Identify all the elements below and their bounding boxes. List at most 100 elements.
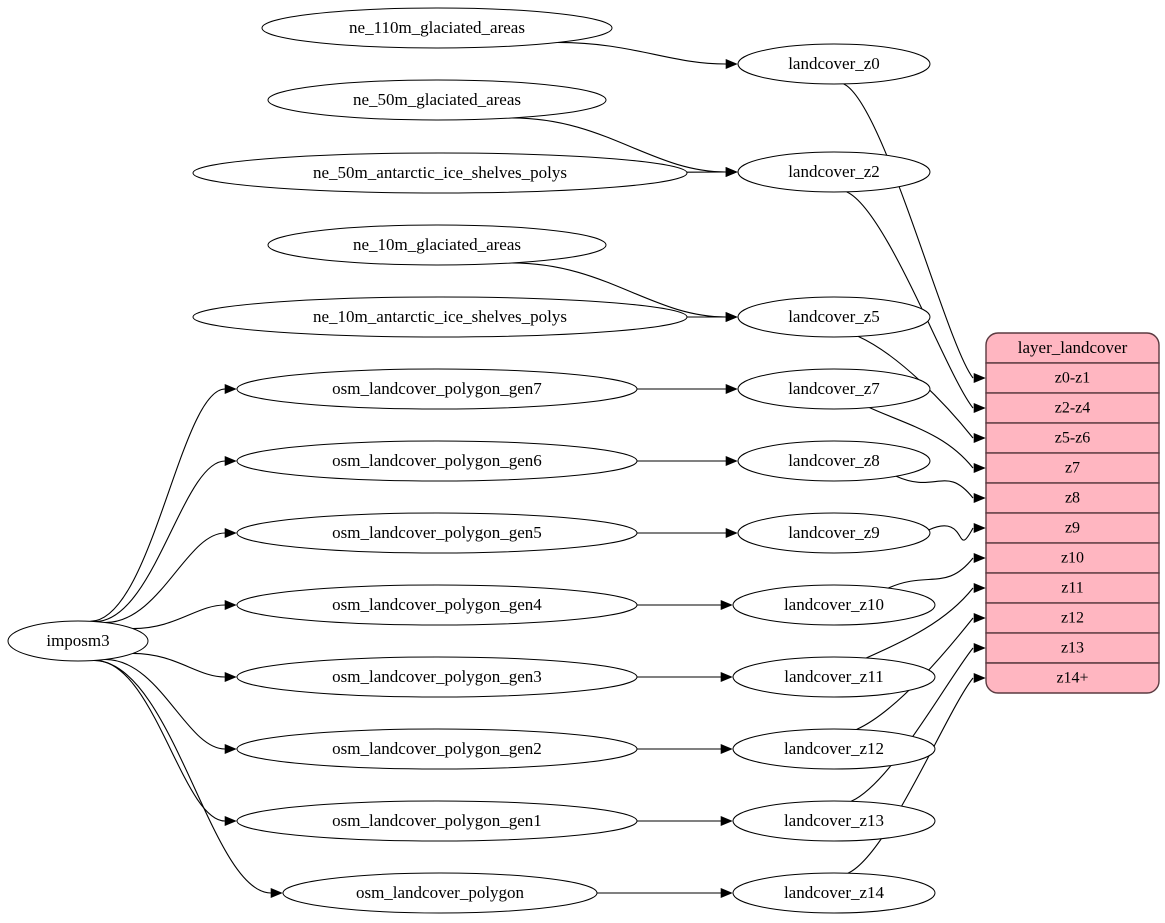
- node-ellipse-osm_landcover_polygon_gen4: [236, 584, 638, 626]
- arrow-head: [224, 383, 237, 395]
- node-landcover_z0[interactable]: landcover_z0: [737, 43, 931, 85]
- edge-osm_landcover_polygon_gen5-to-landcover_z9: [637, 527, 738, 539]
- edge-imposm3-to-osm_landcover_polygon_gen7: [90, 383, 237, 622]
- node-ellipse-ne_50m_antarctic_ice_shelves_polys: [192, 152, 688, 194]
- node-ellipse-landcover_z11: [732, 656, 936, 698]
- node-ellipse-landcover_z5: [737, 296, 931, 338]
- node-imposm3[interactable]: imposm3: [7, 620, 149, 662]
- node-landcover_z2[interactable]: landcover_z2: [737, 151, 931, 193]
- arrow-head: [725, 166, 738, 178]
- table-row-cell-z14+[interactable]: [985, 662, 1160, 694]
- table-row-label-z2-z4: z2-z4: [1055, 400, 1091, 417]
- node-ne_10m_antarctic_ice_shelves_polys[interactable]: ne_10m_antarctic_ice_shelves_polys: [192, 296, 688, 338]
- node-label-imposm3: imposm3: [46, 631, 109, 650]
- node-osm_landcover_polygon_gen2[interactable]: osm_landcover_polygon_gen2: [236, 728, 638, 770]
- node-landcover_z10[interactable]: landcover_z10: [732, 584, 936, 626]
- node-ne_10m_glaciated_areas[interactable]: ne_10m_glaciated_areas: [267, 224, 607, 266]
- table-row-cell-z10[interactable]: [985, 542, 1160, 574]
- node-label-landcover_z9: landcover_z9: [788, 523, 880, 542]
- edge-osm_landcover_polygon-to-landcover_z14: [596, 887, 733, 899]
- node-landcover_z7[interactable]: landcover_z7: [737, 368, 931, 410]
- node-label-osm_landcover_polygon: osm_landcover_polygon: [356, 883, 525, 902]
- edge-path: [90, 388, 226, 622]
- node-landcover_z9[interactable]: landcover_z9: [737, 512, 931, 554]
- arrow-head: [973, 492, 986, 504]
- edge-landcover_z14-to-z14+: [847, 672, 986, 874]
- node-ne_50m_antarctic_ice_shelves_polys[interactable]: ne_50m_antarctic_ice_shelves_polys: [192, 152, 688, 194]
- arrow-head: [973, 522, 986, 534]
- table-row-cell-z12[interactable]: [985, 602, 1160, 634]
- arrow-head: [973, 642, 986, 654]
- node-ellipse-osm_landcover_polygon_gen7: [236, 368, 638, 410]
- arrow-head: [973, 582, 986, 594]
- edge-ne_10m_antarctic_ice_shelves_polys-to-landcover_z5: [687, 311, 738, 323]
- node-landcover_z14[interactable]: landcover_z14: [732, 872, 936, 914]
- arrow-head: [720, 815, 733, 827]
- node-ellipse-landcover_z14: [732, 872, 936, 914]
- table-row-label-z13: z13: [1061, 640, 1084, 657]
- table-row-label-z11: z11: [1061, 580, 1084, 597]
- edge-imposm3-to-osm_landcover_polygon: [93, 659, 283, 899]
- node-osm_landcover_polygon_gen1[interactable]: osm_landcover_polygon_gen1: [236, 800, 638, 842]
- layer-landcover-table: layer_landcoverz0-z1z2-z4z5-z6z7z8z9z10z…: [985, 332, 1160, 694]
- edge-path: [865, 587, 974, 659]
- arrow-head: [224, 815, 237, 827]
- edge-osm_landcover_polygon_gen7-to-landcover_z7: [637, 383, 738, 395]
- node-landcover_z5[interactable]: landcover_z5: [737, 296, 931, 338]
- edge-path: [928, 525, 974, 541]
- node-ellipse-ne_10m_glaciated_areas: [267, 224, 607, 266]
- edge-path: [843, 83, 974, 379]
- arrow-head: [725, 527, 738, 539]
- arrow-head: [973, 402, 986, 414]
- edge-osm_landcover_polygon_gen3-to-landcover_z11: [637, 671, 733, 683]
- edge-path: [105, 532, 226, 624]
- table-row-cell-z11[interactable]: [985, 572, 1160, 604]
- node-osm_landcover_polygon[interactable]: osm_landcover_polygon: [282, 872, 598, 914]
- arrow-head: [725, 455, 738, 467]
- edge-imposm3-to-osm_landcover_polygon_gen3: [132, 652, 237, 683]
- arrow-head: [973, 552, 986, 564]
- edge-path: [887, 557, 974, 589]
- node-landcover_z8[interactable]: landcover_z8: [737, 440, 931, 482]
- node-label-osm_landcover_polygon_gen6: osm_landcover_polygon_gen6: [332, 451, 542, 470]
- node-ellipse-ne_110m_glaciated_areas: [261, 7, 613, 49]
- edge-osm_landcover_polygon_gen4-to-landcover_z10: [637, 599, 733, 611]
- node-ellipse-ne_50m_glaciated_areas: [267, 79, 607, 121]
- node-landcover_z13[interactable]: landcover_z13: [732, 800, 936, 842]
- arrow-head: [973, 372, 986, 384]
- edge-path: [511, 262, 727, 318]
- arrow-head: [224, 527, 237, 539]
- node-ellipse-osm_landcover_polygon_gen2: [236, 728, 638, 770]
- node-label-landcover_z11: landcover_z11: [784, 667, 883, 686]
- node-osm_landcover_polygon_gen6[interactable]: osm_landcover_polygon_gen6: [236, 440, 638, 482]
- edge-path: [93, 659, 272, 894]
- node-osm_landcover_polygon_gen7[interactable]: osm_landcover_polygon_gen7: [236, 368, 638, 410]
- node-ne_110m_glaciated_areas[interactable]: ne_110m_glaciated_areas: [261, 7, 613, 49]
- node-ellipse-landcover_z7: [737, 368, 931, 410]
- edge-imposm3-to-osm_landcover_polygon_gen4: [132, 599, 237, 630]
- node-ellipse-ne_10m_antarctic_ice_shelves_polys: [192, 296, 688, 338]
- node-osm_landcover_polygon_gen4[interactable]: osm_landcover_polygon_gen4: [236, 584, 638, 626]
- node-landcover_z12[interactable]: landcover_z12: [732, 728, 936, 770]
- node-ne_50m_glaciated_areas[interactable]: ne_50m_glaciated_areas: [267, 79, 607, 121]
- arrow-head: [725, 383, 738, 395]
- node-ellipse-osm_landcover_polygon_gen6: [236, 440, 638, 482]
- arrow-head: [224, 599, 237, 611]
- edge-ne_50m_antarctic_ice_shelves_polys-to-landcover_z2: [686, 166, 738, 178]
- edge-landcover_z0-to-z0-z1: [843, 83, 986, 384]
- node-label-landcover_z5: landcover_z5: [788, 307, 880, 326]
- node-ellipse-landcover_z0: [737, 43, 931, 85]
- edge-ne_110m_glaciated_areas-to-landcover_z0: [557, 41, 738, 70]
- edge-imposm3-to-osm_landcover_polygon_gen5: [105, 527, 237, 624]
- node-landcover_z11[interactable]: landcover_z11: [732, 656, 936, 698]
- node-label-landcover_z13: landcover_z13: [784, 811, 884, 830]
- edge-imposm3-to-osm_landcover_polygon_gen1: [95, 659, 237, 827]
- arrow-head: [720, 887, 733, 899]
- edge-osm_landcover_polygon_gen6-to-landcover_z8: [637, 455, 738, 467]
- edge-path: [846, 191, 974, 409]
- edge-landcover_z7-to-z7: [869, 407, 986, 474]
- node-osm_landcover_polygon_gen3[interactable]: osm_landcover_polygon_gen3: [236, 656, 638, 698]
- table-row-label-z0-z1: z0-z1: [1055, 370, 1091, 387]
- node-osm_landcover_polygon_gen5[interactable]: osm_landcover_polygon_gen5: [236, 512, 638, 554]
